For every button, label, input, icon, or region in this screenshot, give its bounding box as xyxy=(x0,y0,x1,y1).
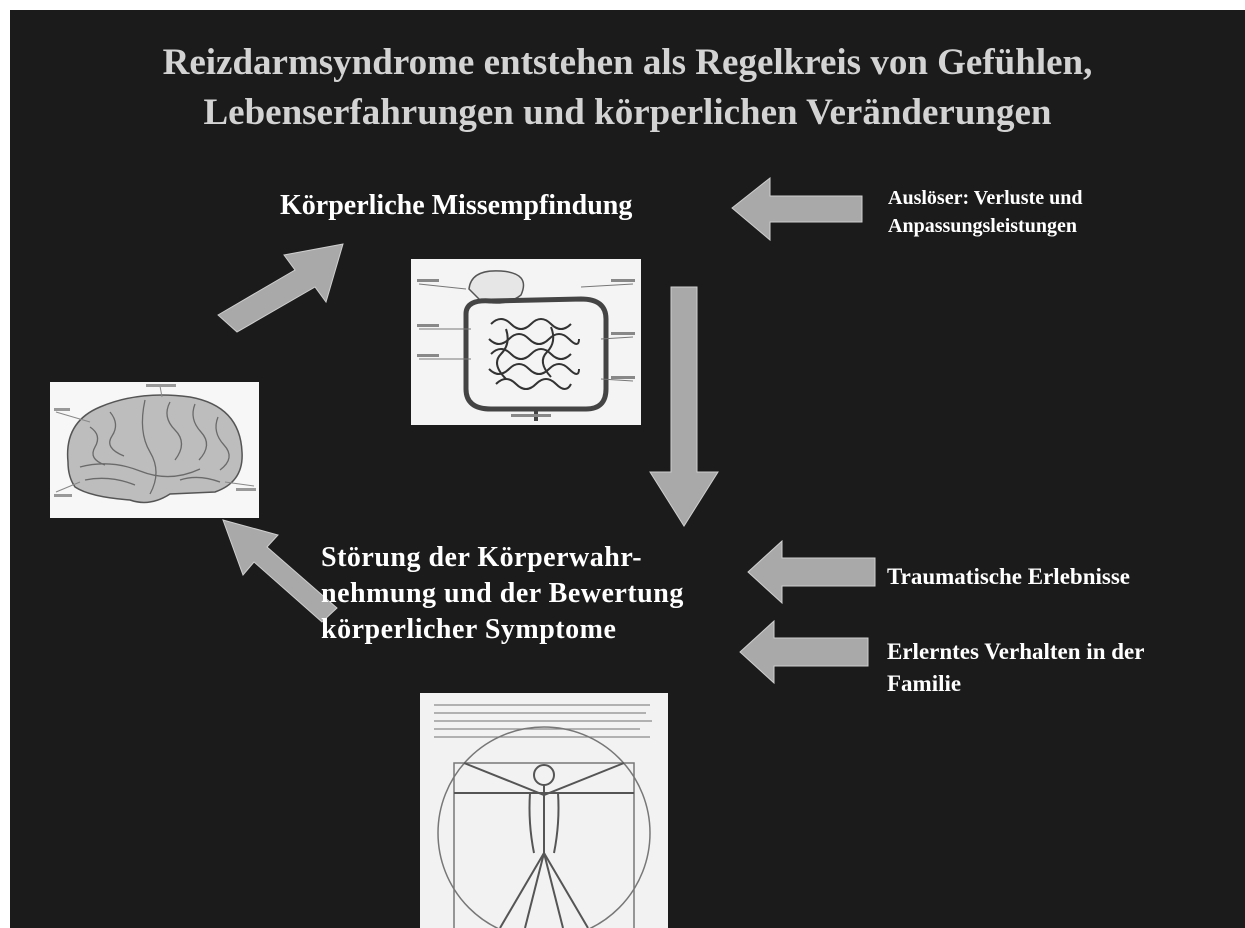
factor-trauma: Traumatische Erlebnisse xyxy=(887,561,1130,593)
node-bottom-line-1: Störung der Körperwahr- xyxy=(321,540,684,576)
factor-learned: Erlerntes Verhalten in der Familie xyxy=(887,636,1144,700)
factor-trigger-line-1: Auslöser: Verluste und xyxy=(888,184,1082,212)
node-bottom-line-3: körperlicher Symptome xyxy=(321,612,684,648)
node-bottom-line-2: nehmung und der Bewertung xyxy=(321,576,684,612)
arrow-trigger-to-top xyxy=(732,178,862,240)
brain-image xyxy=(50,382,259,518)
vitruvian-man-drawing xyxy=(420,693,668,928)
vitruvian-image xyxy=(420,693,668,928)
factor-trigger-line-2: Anpassungsleistungen xyxy=(888,212,1082,240)
brain-illustration xyxy=(50,382,259,518)
factor-trigger: Auslöser: Verluste und Anpassungsleistun… xyxy=(888,184,1082,240)
factor-learned-line-2: Familie xyxy=(887,668,1144,700)
node-top-label: Körperliche Missempfindung xyxy=(280,188,632,224)
arrow-bottom-to-brain xyxy=(223,520,337,622)
arrow-learned-to-bottom xyxy=(740,621,868,683)
slide: Reizdarmsyndrome entstehen als Regelkrei… xyxy=(10,10,1245,928)
arrow-brain-to-top xyxy=(218,244,343,332)
node-bottom-label: Störung der Körperwahr- nehmung und der … xyxy=(321,540,684,648)
intestine-image xyxy=(411,259,641,425)
arrow-top-to-bottom xyxy=(650,287,718,526)
arrow-trauma-to-bottom xyxy=(748,541,875,603)
factor-learned-line-1: Erlerntes Verhalten in der xyxy=(887,636,1144,668)
intestine-illustration xyxy=(411,259,641,425)
